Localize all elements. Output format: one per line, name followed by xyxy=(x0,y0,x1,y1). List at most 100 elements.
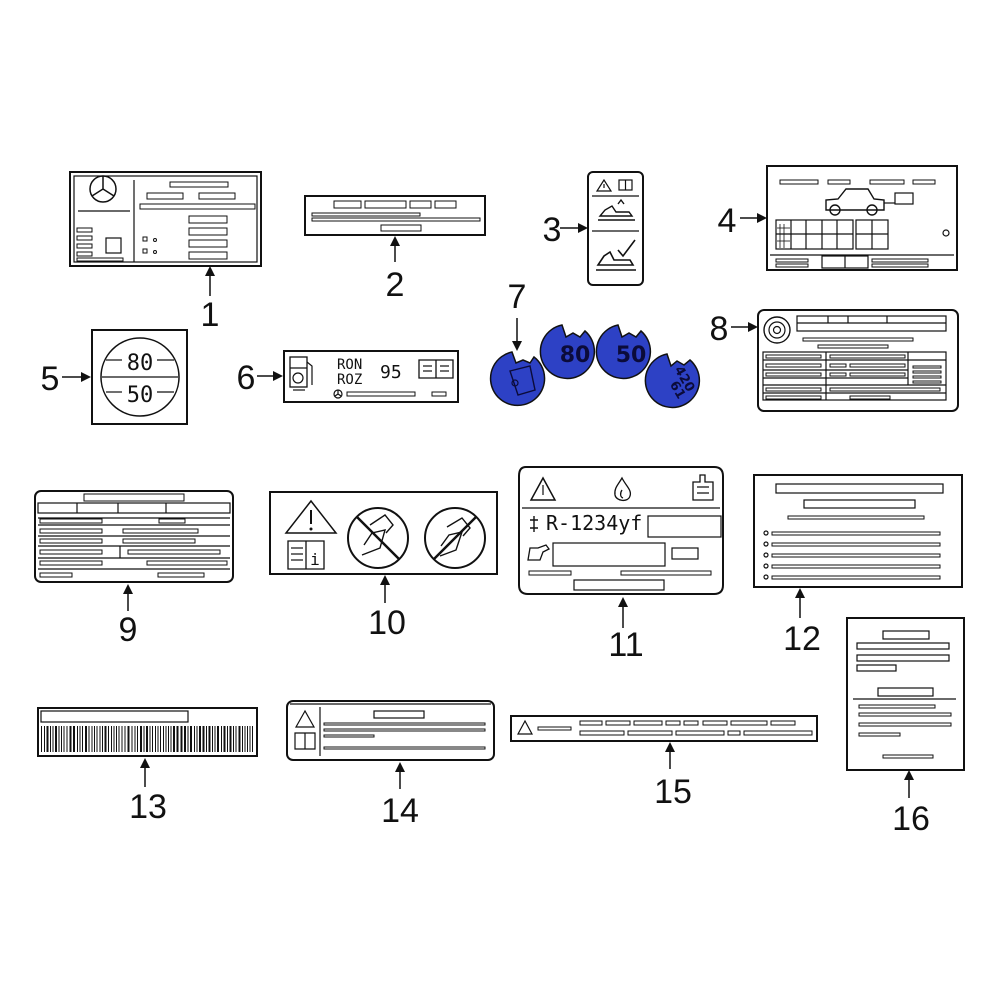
barcode-bar xyxy=(249,726,251,752)
barcode-bar xyxy=(82,726,83,752)
barcode xyxy=(41,726,253,752)
manual-book-icon xyxy=(294,732,316,750)
barcode-bar xyxy=(61,726,62,752)
callout-5: 5 xyxy=(41,360,60,398)
fuel-pump-icon xyxy=(289,356,313,388)
manual-book-icon: i xyxy=(287,540,325,570)
barcode-bar xyxy=(134,726,136,752)
barcode-bar xyxy=(52,726,54,752)
barcode-bar xyxy=(50,726,51,752)
warning-triangle-icon xyxy=(294,709,316,728)
warning-triangle-icon xyxy=(595,178,613,192)
barcode-bar xyxy=(208,726,211,752)
speed-limit-bottom: 50 xyxy=(127,383,154,408)
callout-7: 7 xyxy=(508,278,527,316)
barcode-bar xyxy=(252,726,253,752)
barcode-bar xyxy=(140,726,142,752)
label-4[interactable] xyxy=(766,165,958,271)
label-16[interactable] xyxy=(846,617,965,771)
barcode-bar xyxy=(79,726,81,752)
barcode-bar xyxy=(143,726,145,752)
label-14[interactable] xyxy=(286,700,495,761)
label-3[interactable] xyxy=(587,171,644,286)
barcode-bar xyxy=(146,726,148,752)
barcode-bar xyxy=(102,726,103,752)
callout-3: 3 xyxy=(543,211,562,249)
callout-12: 12 xyxy=(783,620,821,658)
callout-4: 4 xyxy=(718,202,737,240)
oil-can-icon xyxy=(527,544,550,561)
barcode-bar xyxy=(121,726,123,752)
disc-2: 80 xyxy=(539,324,596,380)
barcode-bar xyxy=(214,726,216,752)
barcode-bar xyxy=(58,726,60,752)
no-child-seat-icon xyxy=(347,507,409,569)
label-12[interactable] xyxy=(753,474,963,588)
fan-icon xyxy=(530,516,538,532)
barcode-bar xyxy=(238,726,241,752)
tire-icon xyxy=(763,316,791,344)
barcode-bar xyxy=(233,726,234,752)
label-6[interactable]: RON ROZ 95 xyxy=(283,350,459,403)
barcode-bar xyxy=(235,726,237,752)
label-13[interactable] xyxy=(37,707,258,757)
callout-10: 10 xyxy=(368,604,406,642)
barcode-bar xyxy=(104,726,107,752)
child-seat-icon xyxy=(598,198,635,221)
barcode-bar xyxy=(212,726,213,752)
refrigerant-type: R-1234yf xyxy=(546,511,642,535)
barcode-bar xyxy=(168,726,169,752)
callout-14: 14 xyxy=(381,792,419,830)
barcode-bar xyxy=(41,726,42,752)
label-15[interactable] xyxy=(510,715,818,742)
barcode-bar xyxy=(66,726,68,752)
warning-triangle-icon xyxy=(516,719,534,735)
barcode-bar xyxy=(176,726,179,752)
no-child-seat-icon xyxy=(424,507,486,569)
label-10[interactable]: i xyxy=(269,491,498,575)
barcode-bar xyxy=(77,726,78,752)
barcode-bar xyxy=(217,726,219,752)
label-5[interactable]: 80 50 xyxy=(91,329,188,425)
barcode-bar xyxy=(44,726,45,752)
warning-triangle-icon xyxy=(284,499,338,534)
barcode-bar xyxy=(111,726,112,752)
barcode-bar xyxy=(163,726,164,752)
label-2[interactable] xyxy=(304,195,486,236)
barcode-bar xyxy=(187,726,189,752)
barcode-bar xyxy=(149,726,151,752)
callout-16: 16 xyxy=(892,800,930,838)
label-8[interactable] xyxy=(757,309,959,412)
car-icon xyxy=(825,188,914,216)
barcode-bar xyxy=(242,726,243,752)
barcode-bar xyxy=(247,726,248,752)
barcode-bar xyxy=(173,726,175,752)
speed-limit-top: 80 xyxy=(127,351,154,376)
label-1[interactable] xyxy=(69,171,262,267)
barcode-bar xyxy=(206,726,207,752)
flame-icon xyxy=(614,476,632,502)
barcode-bar xyxy=(196,726,198,752)
label-7[interactable]: 80 50 420 61 xyxy=(489,324,701,409)
callout-15: 15 xyxy=(654,773,692,811)
label-11[interactable]: R-1234yf xyxy=(518,466,724,595)
barcode-bar xyxy=(221,726,222,752)
barcode-bar xyxy=(96,726,98,752)
manual-book-icon xyxy=(618,179,633,191)
barcode-bar xyxy=(229,726,232,752)
callout-6: 6 xyxy=(237,359,256,397)
callout-2: 2 xyxy=(386,266,405,304)
barcode-bar xyxy=(160,726,161,752)
manual-book-icon xyxy=(418,359,454,379)
label-9[interactable] xyxy=(34,490,234,583)
barcode-bar xyxy=(113,726,115,752)
barcode-bar xyxy=(69,726,72,752)
octane-rating: 95 xyxy=(380,362,402,383)
disc-2-value: 80 xyxy=(560,343,591,368)
barcode-bar xyxy=(127,726,130,752)
barcode-bar xyxy=(91,726,93,752)
disc-1 xyxy=(489,351,546,407)
barcode-bar xyxy=(155,726,156,752)
barcode-bar xyxy=(180,726,183,752)
barcode-bar xyxy=(99,726,101,752)
